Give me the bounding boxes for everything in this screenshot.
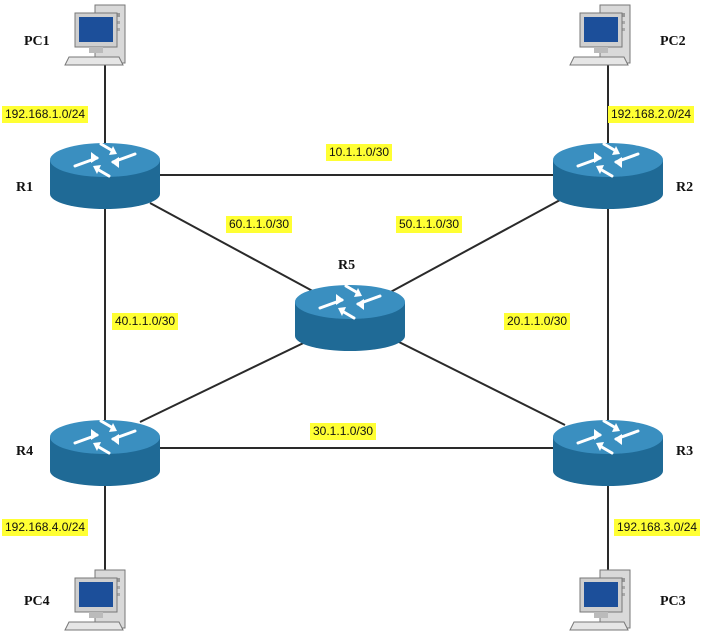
net-label-r1-r2: 10.1.1.0/30 bbox=[326, 144, 393, 161]
r4-label: R4 bbox=[16, 444, 34, 459]
router-r5 bbox=[293, 283, 407, 353]
pc2-label: PC2 bbox=[660, 34, 686, 49]
r5-label: R5 bbox=[338, 258, 356, 273]
router-r1 bbox=[48, 141, 162, 211]
net-label-pc2-r2: 192.168.2.0/24 bbox=[608, 106, 695, 123]
net-label-r1-r5: 60.1.1.0/30 bbox=[226, 216, 293, 233]
pc1-icon bbox=[64, 4, 126, 66]
r2-label: R2 bbox=[676, 180, 694, 195]
pc2-icon bbox=[569, 4, 631, 66]
router-r2 bbox=[551, 141, 665, 211]
link-r3-r5 bbox=[384, 334, 566, 426]
pc3-icon bbox=[569, 569, 631, 631]
router-r3 bbox=[551, 418, 665, 488]
pc4-label: PC4 bbox=[24, 594, 50, 609]
r3-label: R3 bbox=[676, 444, 694, 459]
links bbox=[104, 65, 609, 575]
net-label-pc1-r1: 192.168.1.0/24 bbox=[2, 106, 89, 123]
net-label-r2-r3: 20.1.1.0/30 bbox=[504, 313, 571, 330]
net-label-r2-r5: 50.1.1.0/30 bbox=[396, 216, 463, 233]
link-r1-r5 bbox=[149, 202, 321, 296]
net-label-r1-r4: 40.1.1.0/30 bbox=[112, 313, 179, 330]
pc1-label: PC1 bbox=[24, 34, 50, 49]
net-label-r4-r3: 30.1.1.0/30 bbox=[310, 423, 377, 440]
pc3-label: PC3 bbox=[660, 594, 686, 609]
link-r4-r5 bbox=[139, 334, 321, 423]
router-r4 bbox=[48, 418, 162, 488]
link-r2-r5 bbox=[384, 199, 561, 296]
net-label-pc4-r4: 192.168.4.0/24 bbox=[2, 519, 89, 536]
pc4-icon bbox=[64, 569, 126, 631]
net-label-pc3-r3: 192.168.3.0/24 bbox=[614, 519, 701, 536]
r1-label: R1 bbox=[16, 180, 34, 195]
